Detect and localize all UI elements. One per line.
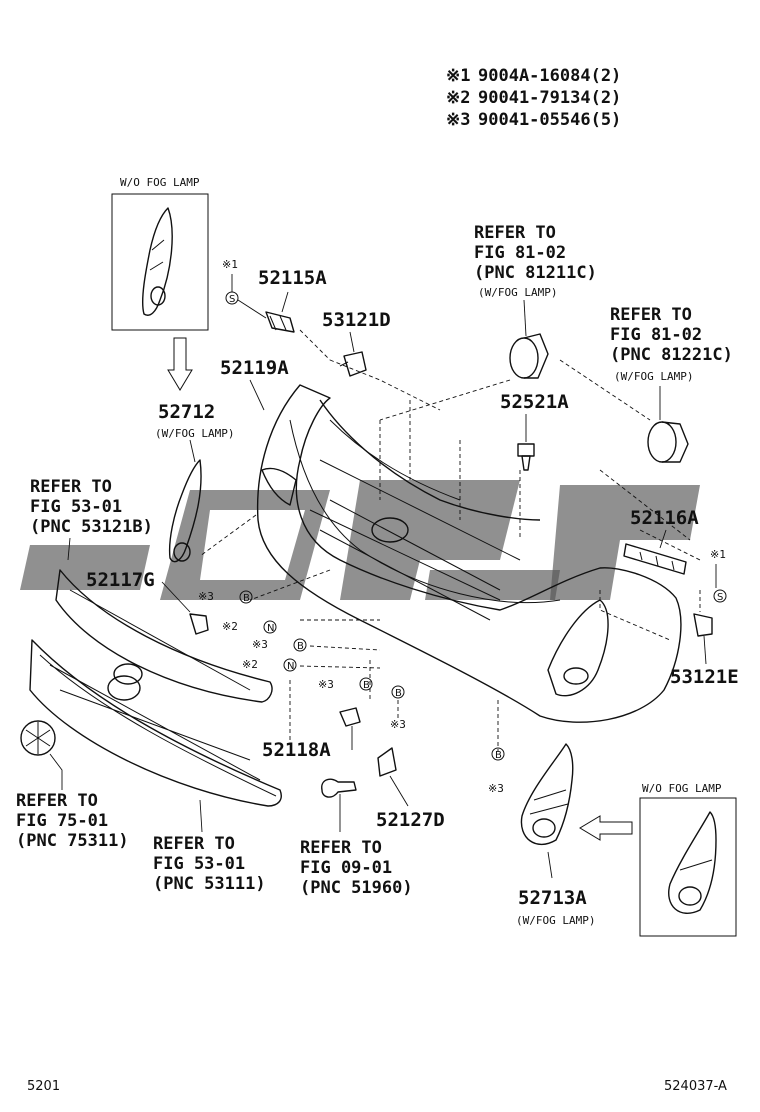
callout-b-d: B [395,688,402,699]
callout-b-a: B [243,593,250,604]
part-53121D-label: 53121D [322,309,391,331]
callout-s-b: S [717,592,723,603]
callout-3-a: ※3 [198,590,214,603]
wo-fog-lamp-top-label: W/O FOG LAMP [120,176,200,189]
part-52521A-label: 52521A [500,391,569,413]
part-52118A-label: 52118A [262,739,331,761]
part-52117G-label: 52117G [86,569,155,591]
callout-2-a: ※2 [222,620,238,633]
note-2-mark: ※2 [446,88,470,108]
note-3-mark: ※3 [446,110,470,130]
tow-hook-drawing [321,778,357,832]
fog-bezel-52713A-drawing [520,743,574,879]
refer-51960-line2: FIG 09-01 [300,858,392,878]
callout-3-e: ※3 [488,782,504,795]
part-53121E-label: 53121E [670,666,739,688]
refer-81211c-line1: REFER TO [474,223,556,243]
callout-b-e: B [495,750,502,761]
refer-81221c-line2: FIG 81-02 [610,325,702,345]
bracket-52127D-drawing [377,747,409,807]
refer-81221c-qualifier: (W/FOG LAMP) [614,370,693,383]
callout-3-b: ※3 [252,638,268,651]
retainer-52118A-drawing [339,707,361,750]
fog-lamp-right-drawing [647,386,689,463]
bezel-wo-fog-top-drawing [141,207,173,316]
bezel-wo-fog-bottom-drawing [668,811,717,914]
wo-fog-lamp-bottom-label: W/O FOG LAMP [642,782,722,795]
refer-75311-line3: (PNC 75311) [16,831,129,851]
note-2-part: 90041-79134(2) [478,88,621,108]
part-52116A-label: 52116A [630,507,699,529]
refer-81221c-line1: REFER TO [610,305,692,325]
callout-1-mark-b: ※1 [710,548,726,561]
arrow-left-icon [579,815,633,841]
upper-grille-drawing [55,569,273,703]
note-3-part: 90041-05546(5) [478,110,621,130]
refer-81211c-qualifier: (W/FOG LAMP) [478,286,557,299]
retainer-52116A-drawing [623,529,687,575]
refer-53121b-line1: REFER TO [30,477,112,497]
part-52713A-qualifier: (W/FOG LAMP) [516,914,595,927]
footer-figure-number: 5201 [27,1079,60,1094]
bumper-cover-drawing [256,384,682,723]
wo-fog-lamp-inset-bottom [639,797,737,937]
callout-n-a: N [267,623,274,634]
refer-53111-line1: REFER TO [153,834,235,854]
callout-b-c: B [363,680,370,691]
part-52127D-label: 52127D [376,809,445,831]
part-52712-qualifier: (W/FOG LAMP) [155,427,234,440]
refer-75311-line2: FIG 75-01 [16,811,108,831]
lower-grille-drawing [29,639,282,807]
part-52119A-label: 52119A [220,357,289,379]
fastener-53121D-drawing [339,351,367,377]
refer-51960-line3: (PNC 51960) [300,878,413,898]
refer-75311-line1: REFER TO [16,791,98,811]
callout-2-b: ※2 [242,658,258,671]
callout-3-c: ※3 [318,678,334,691]
note-1-part: 9004A-16084(2) [478,66,621,86]
clip-52115A-drawing [265,311,295,333]
notes-block: ※1 9004A-16084(2) ※2 90041-79134(2) ※3 9… [446,66,621,130]
refer-53121b-line3: (PNC 53121B) [30,517,153,537]
callout-n-b: N [287,661,294,672]
refer-53111-line2: FIG 53-01 [153,854,245,874]
refer-81211c-line2: FIG 81-02 [474,243,566,263]
fastener-callouts: ※3 B ※2 N ※3 B ※2 N ※3 B B ※3 B ※3 [198,590,505,795]
refer-51960-line1: REFER TO [300,838,382,858]
assembly-dashed-lines [199,329,701,752]
refer-81211c-line3: (PNC 81211C) [474,263,597,283]
wo-fog-lamp-inset-top [111,193,209,331]
part-52713A-label: 52713A [518,887,587,909]
callout-b-b: B [297,641,304,652]
callout-s-a: S [229,294,235,305]
refer-53111-line3: (PNC 53111) [153,874,266,894]
part-52115A-label: 52115A [258,267,327,289]
arrow-down-icon [167,337,193,391]
part-52712-label: 52712 [158,401,215,423]
fastener-53121E-drawing [693,613,713,665]
refer-81221c-line3: (PNC 81221C) [610,345,733,365]
note-1-mark: ※1 [446,66,470,86]
callout-1-mark-a: ※1 [222,258,238,271]
fog-bezel-52712-drawing [168,439,202,563]
emblem-drawing [20,720,63,790]
refer-53121b-line2: FIG 53-01 [30,497,122,517]
footer-drawing-code: 524037-A [664,1079,727,1094]
fog-lamp-left-drawing [509,299,549,379]
bolt-52521A-drawing [517,414,535,471]
clip-52117G-drawing [189,613,209,635]
callout-3-d: ※3 [390,718,406,731]
